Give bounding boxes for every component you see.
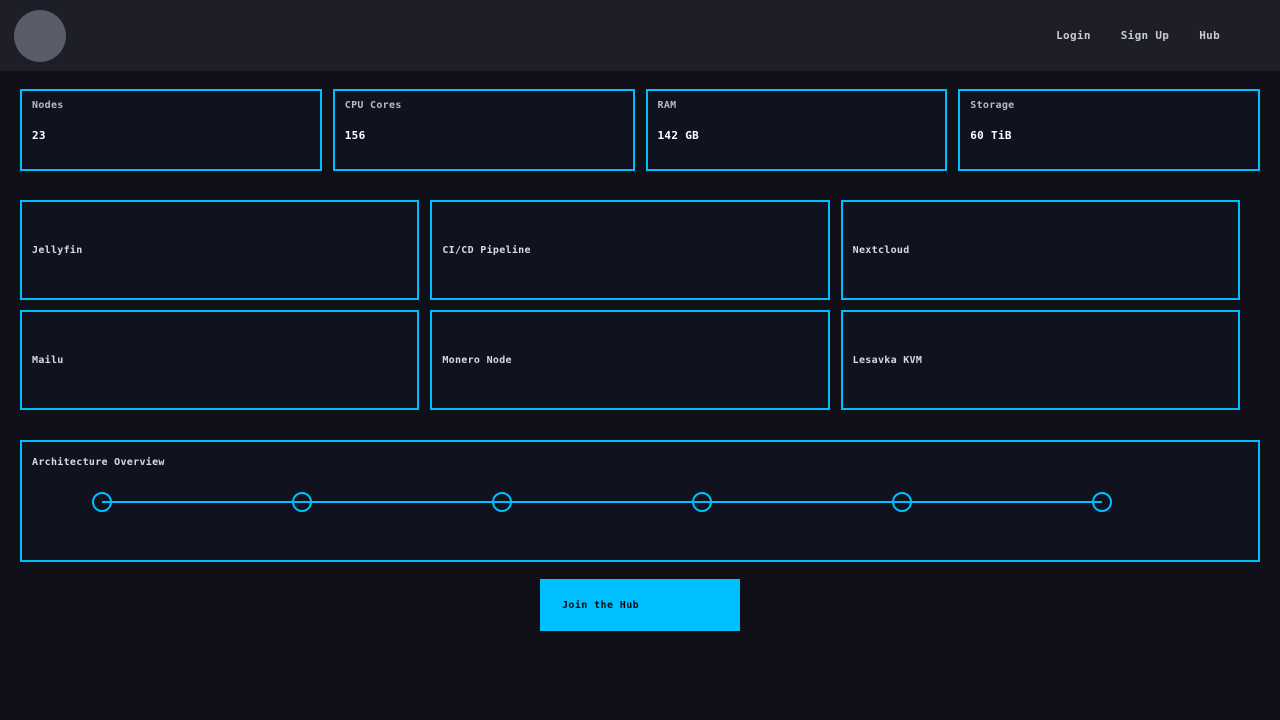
stat-card-ram: RAM 142 GB [645,89,948,171]
service-card-mailu[interactable]: Mailu [20,310,420,410]
service-card-monero-node[interactable]: Monero Node [430,310,830,410]
service-card-cicd-pipeline[interactable]: CI/CD Pipeline [430,200,830,300]
stat-value: 142 GB [657,129,700,142]
nav-link-hub[interactable]: Hub [1199,29,1220,42]
user-avatar[interactable] [14,9,66,62]
stat-card-storage: Storage 60 TiB [958,89,1260,171]
stat-label: CPU Cores [344,100,402,111]
architecture-node-1[interactable] [92,492,112,512]
architecture-node-5[interactable] [892,492,912,512]
architecture-title: Architecture Overview [32,457,165,468]
architecture-node-6[interactable] [1092,492,1112,512]
services-grid: Jellyfin CI/CD Pipeline Nextcloud Mailu … [20,200,1240,410]
site-header: Login Sign Up Hub [0,0,1280,71]
stat-card-nodes: Nodes 23 [20,89,322,171]
stat-label: RAM [657,100,677,111]
service-name: Lesavka KVM [852,354,923,366]
nav-link-signup[interactable]: Sign Up [1120,29,1170,42]
service-name: CI/CD Pipeline [442,244,531,256]
architecture-node-4[interactable] [692,492,712,512]
service-name: Mailu [32,354,64,366]
architecture-node-2[interactable] [292,492,312,512]
nav-link-login[interactable]: Login [1056,29,1091,42]
service-name: Monero Node [442,354,512,366]
stat-card-cpu-cores: CPU Cores 156 [332,89,635,171]
main-nav: Login Sign Up Hub [1056,29,1220,42]
stat-label: Storage [970,100,1015,111]
architecture-node-3[interactable] [492,492,512,512]
stat-value: 156 [344,129,366,142]
join-the-hub-button[interactable]: Join the Hub [540,579,740,631]
service-card-jellyfin[interactable]: Jellyfin [20,200,420,300]
service-name: Jellyfin [32,244,83,256]
service-card-lesavka-kvm[interactable]: Lesavka KVM [840,310,1240,410]
stat-label: Nodes [32,100,64,111]
stat-value: 60 TiB [970,129,1012,142]
service-card-nextcloud[interactable]: Nextcloud [840,200,1240,300]
stats-row: Nodes 23 CPU Cores 156 RAM 142 GB Storag… [20,89,1260,171]
architecture-node-diagram [92,492,1112,512]
architecture-panel: Architecture Overview [20,440,1260,562]
service-name: Nextcloud [852,244,910,256]
stat-value: 23 [32,129,46,142]
